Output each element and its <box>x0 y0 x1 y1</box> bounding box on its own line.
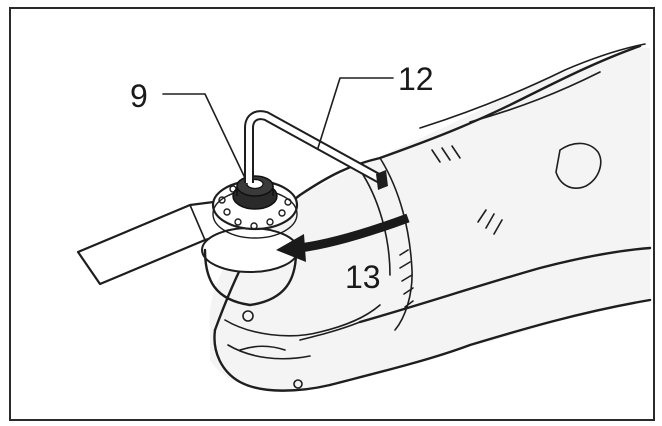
clamp-bolt <box>232 175 278 210</box>
rotation-arrow <box>276 213 410 262</box>
tool-body <box>209 43 652 392</box>
hex-wrench <box>244 110 388 190</box>
grip-texture <box>431 145 503 235</box>
callout-12: 12 <box>398 61 434 97</box>
callout-13: 13 <box>345 259 381 295</box>
callout-9: 9 <box>130 78 148 114</box>
flange-holes <box>218 185 292 230</box>
vent-slots <box>399 249 414 308</box>
figure-frame <box>9 7 655 421</box>
leader-lines <box>162 77 394 179</box>
